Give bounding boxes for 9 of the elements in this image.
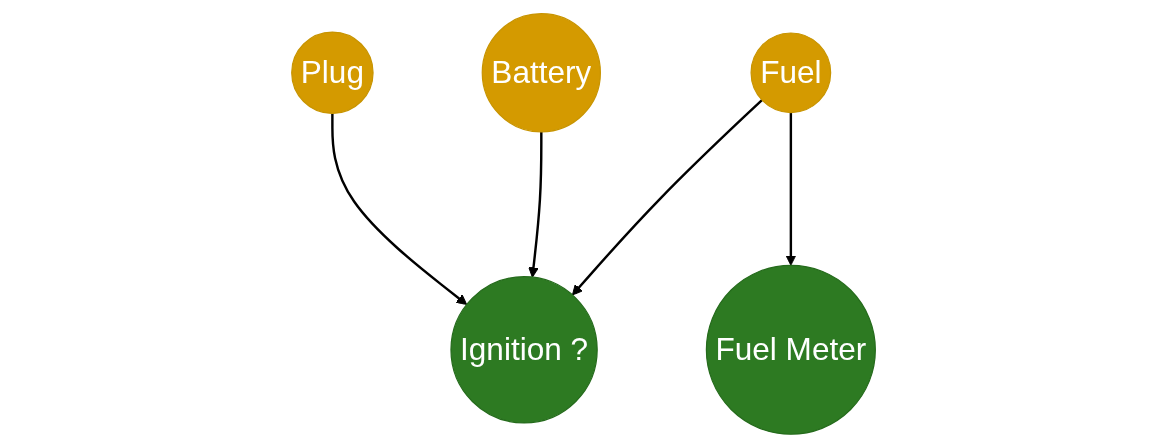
arrow xyxy=(331,113,468,305)
node-circle: Plug xyxy=(291,31,374,115)
arrow xyxy=(571,99,763,296)
node-circle: Ignition ? xyxy=(450,276,598,424)
arrow xyxy=(528,131,543,278)
arrow xyxy=(785,112,797,266)
node-circle: Fuel Meter xyxy=(705,264,876,435)
node-circle: Battery xyxy=(481,13,601,133)
node-circle: Fuel xyxy=(750,32,832,114)
